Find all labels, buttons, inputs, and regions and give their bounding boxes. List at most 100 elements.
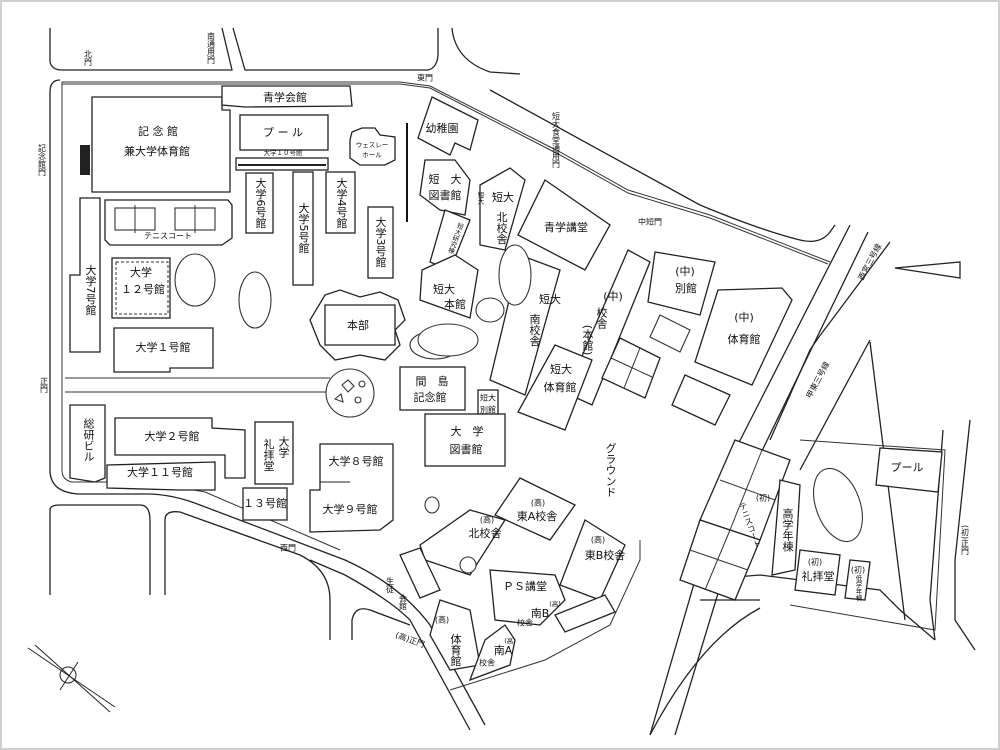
- gate-south-service-label: 南通用門: [207, 31, 216, 65]
- label-jc-north-2: 北校舎: [495, 211, 508, 245]
- label-kinenkan: 記 念 館: [138, 124, 178, 138]
- label-hs-east-a-1: (高): [531, 498, 545, 508]
- building-es-pool: [875, 447, 943, 493]
- building-jhs-gym: [694, 287, 793, 386]
- label-univ3: 大学3号館: [374, 215, 387, 268]
- building-univ4: [325, 171, 356, 234]
- label-hs-east-b-2: 東B校舎: [585, 548, 626, 562]
- label-es-chapel-1: (初): [808, 557, 822, 567]
- label-univ7: 大学7号館: [84, 263, 97, 316]
- label-univ4: 大学4号館: [335, 176, 348, 229]
- lawn: [424, 496, 440, 514]
- building-hs-east-a: [494, 477, 576, 541]
- building-jc-gym: [517, 344, 593, 431]
- label-hs-east-a-2: 東A校舎: [517, 509, 558, 523]
- label-univ12-2: １２号館: [121, 282, 165, 296]
- southwest-block-3: [351, 608, 411, 640]
- gate-jc-cafeteria-label: 短大食堂通用門: [552, 111, 561, 169]
- building-univ-chapel: [254, 421, 294, 485]
- label-univ9: 大学９号館: [323, 502, 378, 516]
- label-univ10: 大学１０号館: [264, 148, 304, 157]
- building-13: [242, 487, 288, 521]
- southwest-block-1: [49, 504, 151, 595]
- building-hs-south-a: [468, 624, 516, 682]
- label-jhs-main-3: (本館): [581, 325, 594, 356]
- building-soken: [69, 404, 106, 483]
- label-univ8: 大学８号館: [329, 454, 384, 468]
- label-jhs-annex-1: (中): [675, 265, 695, 278]
- label-hs-north-1: (高): [480, 515, 494, 525]
- east-outer-road: [489, 89, 836, 243]
- gate-west-label: 西門: [280, 544, 296, 553]
- label-jc-north-1: 短大: [492, 190, 514, 204]
- label-jc-small: 短大: [476, 190, 484, 206]
- tennis-courts-east: [679, 439, 791, 601]
- label-hs-east-b-1: (高): [591, 535, 605, 545]
- label-wesley-2: ホール: [362, 151, 382, 159]
- label-jhs-annex-2: 別館: [675, 281, 697, 295]
- building-univ7: [69, 197, 101, 353]
- west-road-outer: [309, 559, 471, 731]
- label-seigaku-kodo: 青学講堂: [544, 220, 588, 234]
- elementary-buildings: [771, 439, 946, 631]
- building-seigaku-kaikan: [221, 85, 353, 108]
- junior-college-buildings: [417, 96, 793, 601]
- label-hs-north-2: 北校舎: [469, 526, 502, 540]
- label-jhs-main-2: 校舎: [595, 306, 608, 330]
- west-road-inner: [49, 79, 486, 726]
- label-kinenkan-sub: 兼大学体育館: [124, 144, 190, 158]
- road-label-lower: 甲東三号線: [804, 360, 832, 400]
- southwest-block-2: [164, 511, 331, 640]
- east-road-elem-1: [954, 419, 976, 651]
- label-ps-hall: ＰＳ講堂: [503, 579, 547, 593]
- elementary-fence: [789, 439, 946, 631]
- label-es-chapel-2: 礼拝堂: [802, 569, 835, 583]
- building-jhs-annex: [647, 251, 716, 316]
- building-univ6: [245, 172, 274, 234]
- building-jc-main: [419, 254, 479, 319]
- building-univ2: [114, 417, 246, 479]
- label-pool-es: プール: [891, 461, 924, 474]
- building-es-chapel: [794, 549, 841, 596]
- label-majima-1: 間 島: [416, 374, 449, 388]
- label-hs-south-a-2: 南A: [494, 644, 513, 657]
- label-univ-chapel-2: 礼拝堂: [262, 437, 275, 471]
- building-small: [649, 314, 691, 353]
- label-jc-annex-1: 短大: [480, 393, 496, 403]
- gate-middle-jc-label: 中短門: [638, 217, 662, 227]
- building-majima: [399, 366, 466, 411]
- label-tennis-court: テニスコート: [144, 232, 192, 241]
- north-road-left: [49, 27, 233, 71]
- label-student-hall-2: 会館: [399, 593, 408, 611]
- gate-east-label: 東門: [417, 73, 433, 83]
- court: [601, 337, 661, 399]
- label-jc-main-1: 短大: [433, 282, 455, 296]
- label-pool: プ ー ル: [263, 126, 303, 139]
- compass-rose-icon: [27, 644, 116, 713]
- building-ps-hall: [489, 569, 566, 626]
- roads: [49, 27, 976, 736]
- building-honbu: [324, 304, 396, 346]
- label-hs-gym-2: 体育館: [449, 632, 462, 667]
- label-jc-library-2: 図書館: [429, 188, 462, 202]
- gate-north-label: 北門: [84, 50, 93, 67]
- label-univ5: 大学5号館: [297, 201, 310, 254]
- north-road-right: [232, 27, 439, 71]
- label-jhs-gym-1: (中): [734, 311, 754, 324]
- building-es-upper: [771, 479, 801, 576]
- label-hs-gym-1: (高): [435, 615, 449, 625]
- lawn: [174, 253, 216, 307]
- building-univ5: [292, 171, 314, 286]
- building-student-hall: [399, 547, 441, 599]
- label-soken: 総研ビル: [82, 417, 95, 462]
- building-seigaku-kodo: [517, 179, 611, 271]
- running-track: [813, 467, 863, 543]
- building-jc-south: [489, 254, 561, 396]
- label-es-upper-2: 高学年棟: [781, 507, 794, 553]
- label-es-lower-2: 低学年棟: [854, 574, 862, 603]
- label-hs-south-b-3: 校舎: [517, 618, 533, 628]
- traffic-island: [894, 261, 961, 279]
- north-road-east: [451, 27, 521, 75]
- label-jc-annex-2: 別館: [480, 405, 496, 415]
